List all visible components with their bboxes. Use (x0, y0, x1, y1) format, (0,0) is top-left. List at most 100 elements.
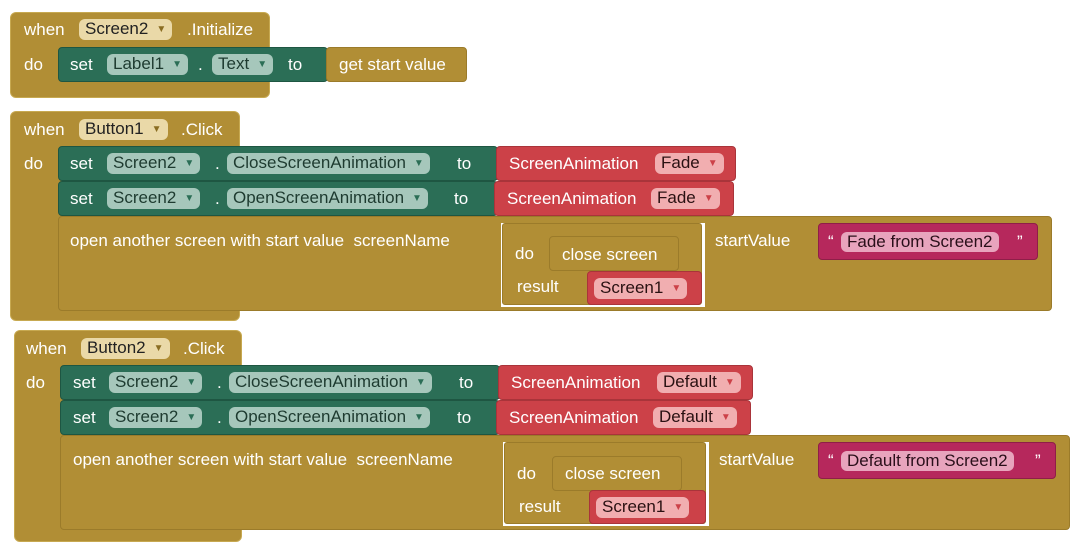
chevron-down-icon: ▼ (703, 193, 714, 204)
set-open-animation-block[interactable]: set Screen2▼ . OpenScreenAnimation▼ to (58, 181, 498, 216)
component-dropdown-button1[interactable]: Button1▼ (79, 119, 168, 140)
chevron-down-icon: ▼ (186, 377, 197, 388)
animation-option-label: Default (659, 407, 713, 426)
start-value-label: startValue (719, 450, 795, 469)
screen-animation-label: ScreenAnimation (509, 154, 639, 173)
close-screen-label: close screen (565, 464, 661, 483)
event-name-label: .Click (181, 120, 223, 139)
to-label: to (288, 55, 303, 74)
property-dropdown-label: CloseScreenAnimation (233, 153, 406, 172)
get-start-value-label: get start value (339, 55, 446, 74)
chevron-down-icon: ▼ (184, 158, 195, 169)
component-dropdown-button2[interactable]: Button2 ▼ (81, 338, 170, 359)
result-label: result (517, 277, 559, 296)
animation-option-dropdown[interactable]: Default ▼ (657, 372, 741, 393)
when-label: when (26, 339, 67, 358)
property-dropdown-text[interactable]: Text▼ (212, 54, 274, 75)
component-dropdown-label: Screen2 (113, 188, 177, 207)
set-open-animation-block[interactable]: set Screen2▼ . OpenScreenAnimation▼ to (60, 400, 500, 435)
quote-close: ” (1017, 232, 1023, 251)
text-string-block[interactable]: “ Default from Screen2 ” (818, 442, 1056, 479)
animation-option-label: Default (663, 372, 717, 391)
component-dropdown-label: Screen2 (85, 19, 149, 38)
screen-name-block[interactable]: Screen1▼ (587, 271, 702, 305)
open-another-screen-label: open another screen with start value scr… (70, 231, 450, 250)
property-dropdown-open-animation[interactable]: OpenScreenAnimation ▼ (227, 188, 428, 209)
do-label: do (24, 154, 43, 173)
text-string-block[interactable]: “ Fade from Screen2 ” (818, 223, 1038, 260)
chevron-down-icon: ▼ (413, 158, 424, 169)
chevron-down-icon: ▼ (415, 377, 426, 388)
component-dropdown-screen2[interactable]: Screen2 ▼ (109, 407, 203, 428)
component-dropdown-screen2[interactable]: Screen2▼ (107, 153, 201, 174)
animation-option-dropdown[interactable]: Fade ▼ (651, 188, 720, 209)
screen-animation-default-block[interactable]: ScreenAnimation Default ▼ (498, 365, 753, 400)
result-label: result (519, 497, 561, 516)
component-dropdown-label1[interactable]: Label1▼ (107, 54, 188, 75)
quote-close: ” (1035, 451, 1041, 470)
quote-open: “ (828, 232, 834, 251)
close-screen-block[interactable]: close screen (549, 236, 679, 271)
component-dropdown-screen2[interactable]: Screen2 ▼ (79, 19, 173, 40)
when-label: when (24, 120, 65, 139)
animation-option-dropdown[interactable]: Default ▼ (653, 407, 737, 428)
set-label1-text-block[interactable]: set Label1▼ . Text▼ to (58, 47, 328, 82)
set-label: set (70, 189, 93, 208)
event-name-label: .Initialize (187, 20, 254, 39)
open-another-screen-label: open another screen with start value scr… (73, 450, 453, 469)
component-dropdown-screen2[interactable]: Screen2 ▼ (107, 188, 201, 209)
dot-label: . (217, 408, 222, 427)
chevron-down-icon: ▼ (153, 343, 164, 354)
screen-animation-default-block[interactable]: ScreenAnimation Default▼ (496, 400, 751, 435)
do-label: do (26, 373, 45, 392)
animation-option-dropdown[interactable]: Fade▼ (655, 153, 724, 174)
component-dropdown-screen2[interactable]: Screen2 ▼ (109, 372, 203, 393)
dot-label: . (198, 55, 203, 74)
animation-option-label: Fade (657, 188, 696, 207)
chevron-down-icon: ▼ (720, 412, 731, 423)
close-screen-block[interactable]: close screen (552, 456, 682, 491)
quote-open: “ (828, 451, 834, 470)
screen-dropdown[interactable]: Screen1 ▼ (596, 497, 690, 518)
screen-name-block[interactable]: Screen1 ▼ (589, 490, 706, 524)
property-dropdown-close-animation[interactable]: CloseScreenAnimation▼ (229, 372, 432, 393)
component-dropdown-label: Screen2 (115, 372, 179, 391)
do-label: do (517, 464, 536, 483)
component-dropdown-label: Button1 (85, 119, 144, 138)
property-dropdown-open-animation[interactable]: OpenScreenAnimation ▼ (229, 407, 430, 428)
chevron-down-icon: ▼ (673, 502, 684, 513)
chevron-down-icon: ▼ (184, 193, 195, 204)
property-dropdown-label: OpenScreenAnimation (235, 407, 407, 426)
chevron-down-icon: ▼ (724, 377, 735, 388)
close-screen-label: close screen (562, 245, 658, 264)
get-start-value-block[interactable]: get start value (326, 47, 467, 82)
screen-dropdown-label: Screen1 (602, 497, 666, 516)
chevron-down-icon: ▼ (257, 59, 268, 70)
screen-animation-fade-block[interactable]: ScreenAnimation Fade▼ (494, 181, 734, 216)
chevron-down-icon: ▼ (412, 193, 422, 204)
set-label: set (73, 373, 96, 392)
to-label: to (457, 154, 472, 173)
do-label: do (24, 55, 43, 74)
component-dropdown-label: Screen2 (115, 407, 179, 426)
dot-label: . (217, 373, 222, 392)
screen-animation-label: ScreenAnimation (511, 373, 641, 392)
set-close-animation-block[interactable]: set Screen2▼ . CloseScreenAnimation▼ to (60, 365, 500, 400)
screen-dropdown[interactable]: Screen1▼ (594, 278, 688, 299)
chevron-down-icon: ▼ (156, 24, 167, 35)
chevron-down-icon: ▼ (414, 412, 424, 423)
dot-label: . (215, 154, 220, 173)
event-name-label: .Click (183, 339, 225, 358)
component-dropdown-label: Button2 (87, 338, 146, 357)
text-string-value[interactable]: Fade from Screen2 (841, 232, 999, 252)
screen-animation-fade-block[interactable]: ScreenAnimation Fade▼ (496, 146, 736, 181)
screen-dropdown-label: Screen1 (600, 278, 664, 297)
chevron-down-icon: ▼ (186, 412, 197, 423)
to-label: to (454, 189, 469, 208)
to-label: to (457, 408, 472, 427)
set-close-animation-block[interactable]: set Screen2▼ . CloseScreenAnimation▼ to (58, 146, 498, 181)
text-string-value[interactable]: Default from Screen2 (841, 451, 1014, 471)
do-label: do (515, 244, 534, 263)
property-dropdown-label: OpenScreenAnimation (233, 188, 405, 207)
property-dropdown-close-animation[interactable]: CloseScreenAnimation ▼ (227, 153, 430, 174)
